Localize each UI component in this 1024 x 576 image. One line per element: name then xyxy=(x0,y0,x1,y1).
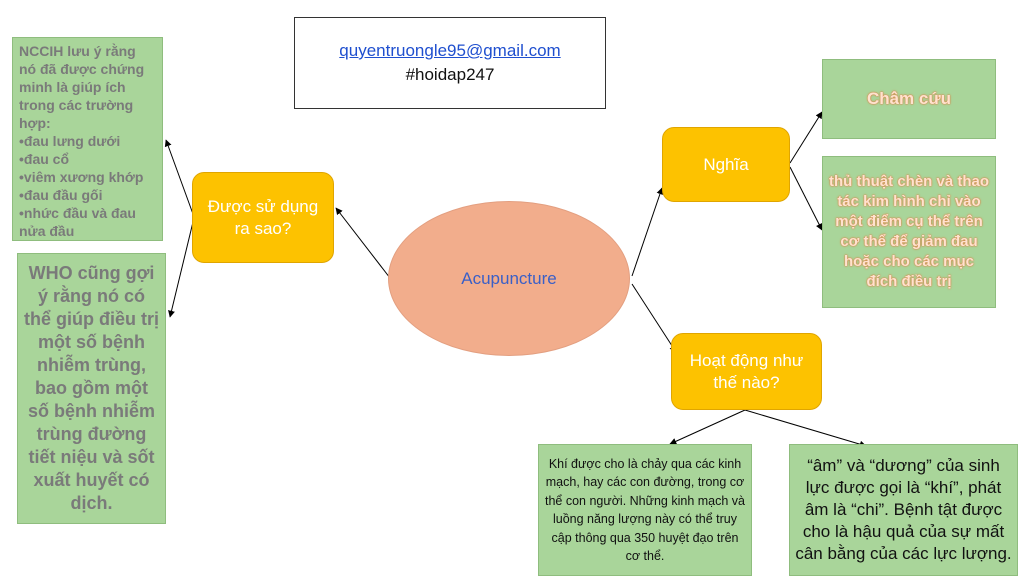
arrow-meaning-to-definition xyxy=(789,166,823,231)
qi-box: Khí được cho là chảy qua các kinh mạch, … xyxy=(538,444,752,576)
meaning-title-box: Châm cứu xyxy=(822,59,996,139)
arrow-center-to-how xyxy=(631,283,677,353)
meaning-label: Nghĩa xyxy=(703,154,749,174)
balance-box: “âm” và “dương” của sinh lực được gọi là… xyxy=(789,444,1018,576)
meaning-definition-box: thủ thuật chèn và thao tác kim hình chỉ … xyxy=(822,156,996,308)
usage-label: Được sử dụng ra sao? xyxy=(207,197,319,238)
header-box: quyentruongle95@gmail.com #hoidap247 xyxy=(294,17,606,109)
meaning-title-text: Châm cứu xyxy=(866,89,952,108)
center-node: Acupuncture xyxy=(388,201,630,356)
arrow-meaning-to-title xyxy=(789,111,823,164)
meaning-definition-text: thủ thuật chèn và thao tác kim hình chỉ … xyxy=(829,173,990,290)
who-box: WHO cũng gợi ý rằng nó có thể giúp điều … xyxy=(17,253,166,524)
how-node: Hoạt động như thế nào? xyxy=(671,333,822,410)
meaning-node: Nghĩa xyxy=(662,127,790,202)
qi-text: Khí được cho là chảy qua các kinh mạch, … xyxy=(544,456,746,564)
hashtag-label: #hoidap247 xyxy=(405,65,495,84)
how-label: Hoạt động như thế nào? xyxy=(689,351,804,392)
who-text: WHO cũng gợi ý rằng nó có thể giúp điều … xyxy=(24,263,159,513)
arrow-usage-to-nccih xyxy=(164,139,194,215)
nccih-text: NCCIH lưu ý rằng nó đã được chứng minh l… xyxy=(19,43,145,239)
center-label: Acupuncture xyxy=(461,268,557,288)
nccih-box: NCCIH lưu ý rằng nó đã được chứng minh l… xyxy=(12,37,163,241)
arrow-how-to-balance xyxy=(744,409,867,448)
email-link[interactable]: quyentruongle95@gmail.com xyxy=(339,41,561,60)
balance-text: “âm” và “dương” của sinh lực được gọi là… xyxy=(795,456,1012,563)
arrow-usage-to-who xyxy=(168,221,194,318)
arrow-center-to-usage xyxy=(335,207,391,279)
usage-node: Được sử dụng ra sao? xyxy=(192,172,334,263)
arrow-how-to-qi xyxy=(669,409,746,445)
arrow-center-to-meaning xyxy=(631,187,664,277)
